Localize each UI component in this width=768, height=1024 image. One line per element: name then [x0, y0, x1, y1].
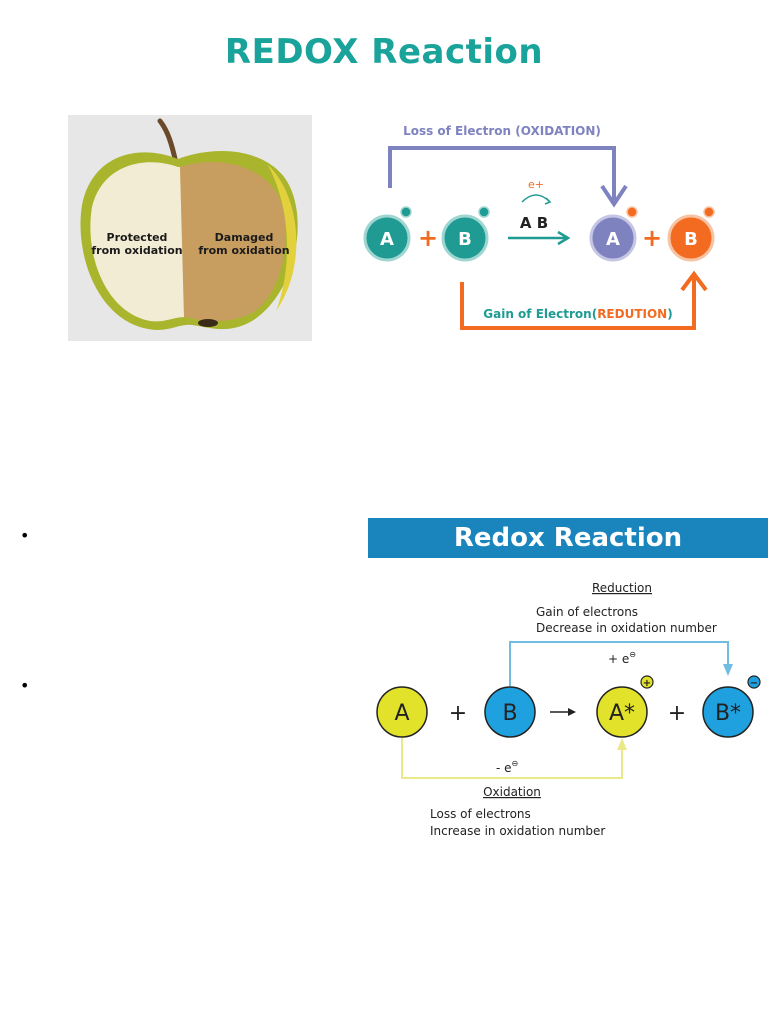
- oxidation-label: Loss of Electron (OXIDATION): [403, 124, 601, 138]
- reduction-arrowhead-2: [723, 664, 733, 676]
- species-b-circle: [484, 686, 536, 738]
- oxidation-line-1: Loss of electrons: [430, 807, 531, 821]
- svg-text:−: −: [750, 678, 758, 689]
- oxidation-title: Oxidation: [483, 785, 541, 799]
- plus-electron-text: + e: [608, 652, 629, 666]
- electron-label: e+: [528, 178, 544, 191]
- species-a-letter: A: [394, 701, 409, 726]
- reactant-a-circle: [363, 214, 411, 262]
- oxidation-arrowhead-2: [617, 738, 627, 750]
- reaction-arrowhead-2: [568, 708, 576, 716]
- oxidation-arrowhead: [600, 184, 628, 208]
- species-a-circle: [376, 686, 428, 738]
- apple-right-label-line2: from oxidation: [198, 244, 290, 257]
- plus-sign-3: +: [449, 701, 467, 726]
- species-a-star-letter: A*: [609, 701, 635, 726]
- minus-electron-label: - e⊖: [496, 759, 518, 775]
- product-a-letter: A: [606, 229, 620, 250]
- bullet-point-1: •: [20, 526, 30, 545]
- reduction-label-suffix: ): [667, 307, 672, 321]
- reduction-label-highlight: REDUTION: [597, 307, 667, 321]
- plus-sign-2: +: [642, 224, 662, 252]
- product-b-circle: [667, 214, 715, 262]
- species-b-star-letter: B*: [715, 701, 741, 726]
- reaction-arrow-label: A B: [520, 214, 548, 232]
- apple-left-label-line1: Protected: [106, 231, 168, 244]
- reduction-label-prefix: Gain of Electron(: [483, 307, 597, 321]
- product-b-letter: B: [684, 229, 698, 250]
- species-b-letter: B: [502, 701, 517, 726]
- redox-reaction-banner: Redox Reaction: [368, 518, 768, 558]
- bullet-point-2: •: [20, 676, 30, 695]
- svg-text:+: +: [643, 678, 651, 689]
- reactant-b-letter: B: [458, 229, 472, 250]
- reduction-title: Reduction: [592, 581, 652, 595]
- species-b-star-circle: [702, 686, 754, 738]
- negative-charge-icon: [747, 675, 761, 689]
- apple-right-label-line1: Damaged: [214, 231, 274, 244]
- minus-electron-text: - e: [496, 761, 512, 775]
- apple-left-label-line2: from oxidation: [91, 244, 183, 257]
- oxidation-line-2: Increase in oxidation number: [430, 824, 605, 838]
- reduction-label: Gain of Electron(REDUTION): [483, 307, 672, 321]
- species-a-star-circle: [596, 686, 648, 738]
- reduction-arrowhead: [680, 270, 708, 292]
- product-a-circle: [589, 214, 637, 262]
- plus-sign-4: +: [668, 701, 686, 726]
- redox-diagram-electron-transfer: Loss of Electron (OXIDATION) Gain of Ele…: [363, 124, 715, 330]
- redox-diagram-oxidation-reduction: Reduction Gain of electrons Decrease in …: [376, 581, 761, 838]
- plus-electron-label: + e⊖: [608, 650, 636, 666]
- page-title: REDOX Reaction: [224, 32, 544, 72]
- plus-sign-1: +: [418, 224, 438, 252]
- reduction-line-1: Gain of electrons: [536, 605, 638, 619]
- reduction-line-2: Decrease in oxidation number: [536, 621, 717, 635]
- reaction-arrowhead: [557, 230, 571, 246]
- apple-image: Protected from oxidation Damaged from ox…: [68, 115, 312, 341]
- reactant-b-circle: [441, 214, 489, 262]
- positive-charge-icon: [640, 675, 654, 689]
- reactant-a-letter: A: [380, 229, 394, 250]
